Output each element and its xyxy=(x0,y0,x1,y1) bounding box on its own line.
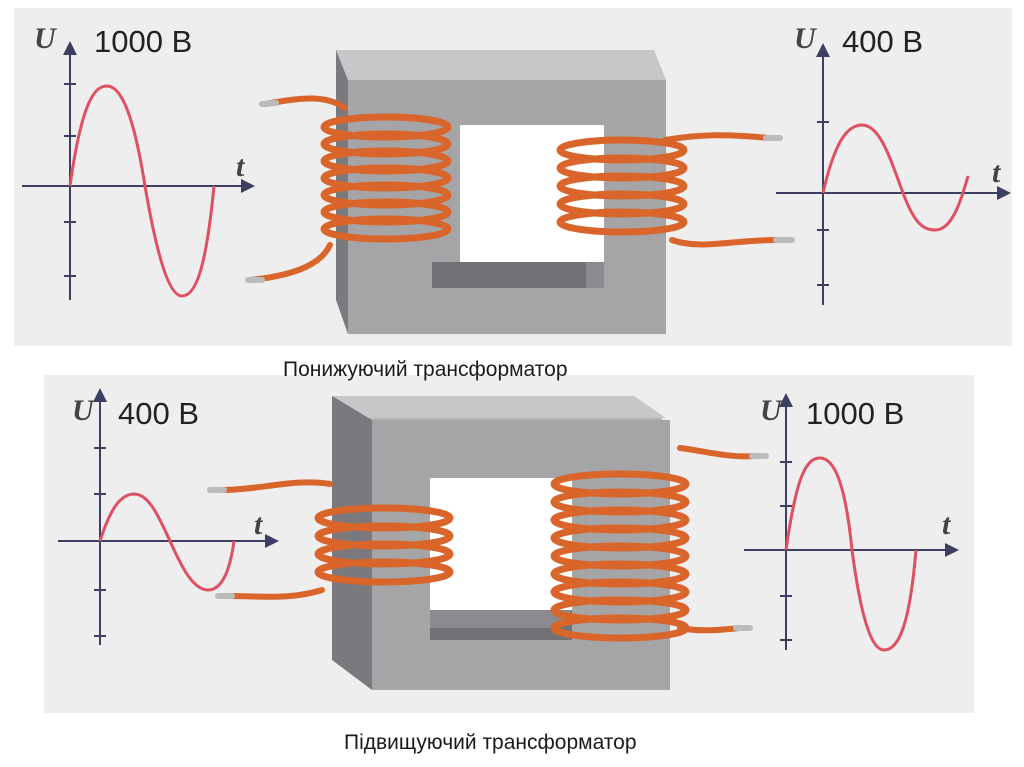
step-up-caption: Підвищуючий трансформатор xyxy=(344,731,637,754)
bottom-right-voltage-label: 1000 В xyxy=(806,396,904,431)
top-primary-coil xyxy=(245,95,452,283)
bottom-left-voltage-graph: U t 400 В xyxy=(58,388,279,645)
top-secondary-coil xyxy=(556,132,795,248)
top-left-axis-u: U xyxy=(34,22,57,55)
bottom-primary-coil xyxy=(207,479,454,600)
top-right-axis-u: U xyxy=(794,22,817,55)
top-left-axis-t: t xyxy=(236,150,246,183)
top-right-voltage-label: 400 В xyxy=(842,24,923,59)
top-transformer-core xyxy=(336,50,666,334)
bottom-left-axis-u: U xyxy=(72,394,95,427)
top-right-voltage-graph: U t 400 В xyxy=(776,22,1011,305)
top-left-voltage-graph: U t 1000 В xyxy=(22,22,255,300)
bottom-left-voltage-label: 400 В xyxy=(118,396,199,431)
top-left-sine-wave xyxy=(68,84,216,298)
top-right-axis-t: t xyxy=(992,156,1002,189)
top-right-sine-wave xyxy=(821,123,970,232)
bottom-left-sine-wave xyxy=(98,492,236,592)
step-down-caption: Понижуючий трансформатор xyxy=(283,358,568,381)
bottom-right-axis-t: t xyxy=(942,508,952,541)
top-left-voltage-label: 1000 В xyxy=(94,24,192,59)
bottom-right-axis-u: U xyxy=(760,394,783,427)
bottom-right-voltage-graph: U t 1000 В xyxy=(744,393,959,652)
bottom-secondary-coil xyxy=(550,445,769,642)
bottom-right-sine-wave xyxy=(784,456,918,652)
bottom-left-axis-t: t xyxy=(254,508,264,541)
